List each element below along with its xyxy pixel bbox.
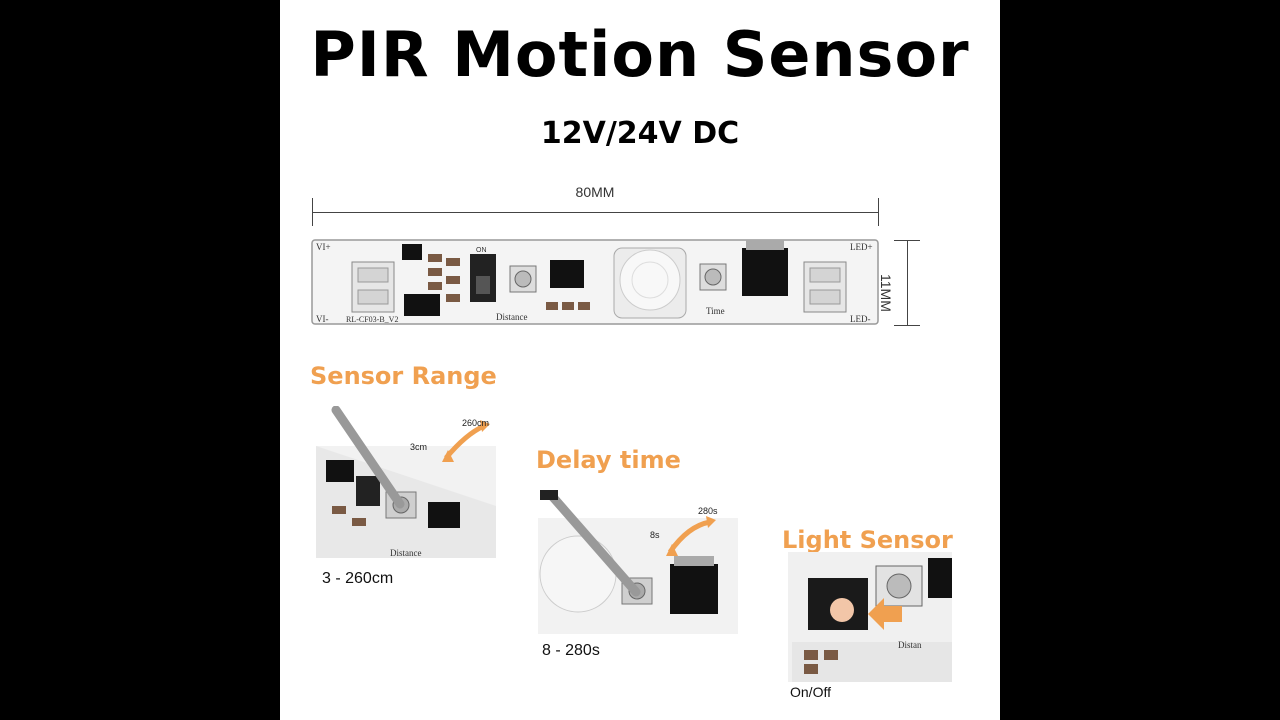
silk-time: Time [706,306,725,316]
screwdriver-icon [547,491,641,597]
length-dimension-cap-left [312,198,313,226]
voltage-subtitle: 12V/24V DC [540,116,740,151]
delay-time-heading: Delay time [536,446,681,474]
screwdriver-icon [331,406,405,509]
width-dimension-line [907,240,908,326]
pir-lens-dome [619,249,681,311]
sensor-range-photo: Distance [316,406,496,558]
length-dimension-label: 80MM [575,184,615,200]
svg-text:Distan: Distan [898,640,922,650]
light-sensor-heading: Light Sensor [782,526,953,554]
transistor-chip [402,244,422,260]
silk-led-plus: LED+ [850,242,873,252]
delay-time-max: 280s [698,506,718,516]
sensor-range-value: 3 - 260cm [322,570,394,587]
arrow-left-icon [868,598,902,630]
sensor-range-max: 260cm [462,418,490,428]
sensor-range-min: 3cm [410,442,428,452]
silk-vi-plus: VI+ [316,242,331,252]
silk-vi-minus: VI- [316,314,329,324]
page-title: PIR Motion Sensor [310,18,970,91]
width-dimension-label: 11MM [878,274,894,312]
product-panel: PIR Motion Sensor 12V/24V DC 80MM 11MM [280,0,1000,720]
pir-sensor-board: VI+ VI- RL-CF03-B_V2 Distance Time LED+ … [311,239,879,325]
length-dimension-line [312,212,878,213]
width-dimension-cap-top [894,240,920,241]
silk-on: ON [476,247,487,254]
board-pcb [311,239,879,325]
light-sensor-photo: Distan [788,552,952,682]
sensor-range-heading: Sensor Range [310,362,497,390]
regulator-chip [404,294,440,316]
ic-chip [550,260,584,288]
delay-time-value: 8 - 280s [542,642,600,659]
finger-icon [830,598,854,622]
light-sensor-state: On/Off [790,684,831,700]
length-dimension-cap-right [878,198,879,226]
pir-lens-dome [539,535,617,613]
delay-time-photo [538,490,738,634]
silk-model: RL-CF03-B_V2 [346,315,398,324]
width-dimension-cap-bottom [894,325,920,326]
mosfet [742,248,788,296]
silk-led-minus: LED- [850,314,871,324]
silk-distance: Distance [496,312,528,322]
delay-time-min: 8s [650,530,660,540]
svg-text:Distance: Distance [390,548,422,558]
